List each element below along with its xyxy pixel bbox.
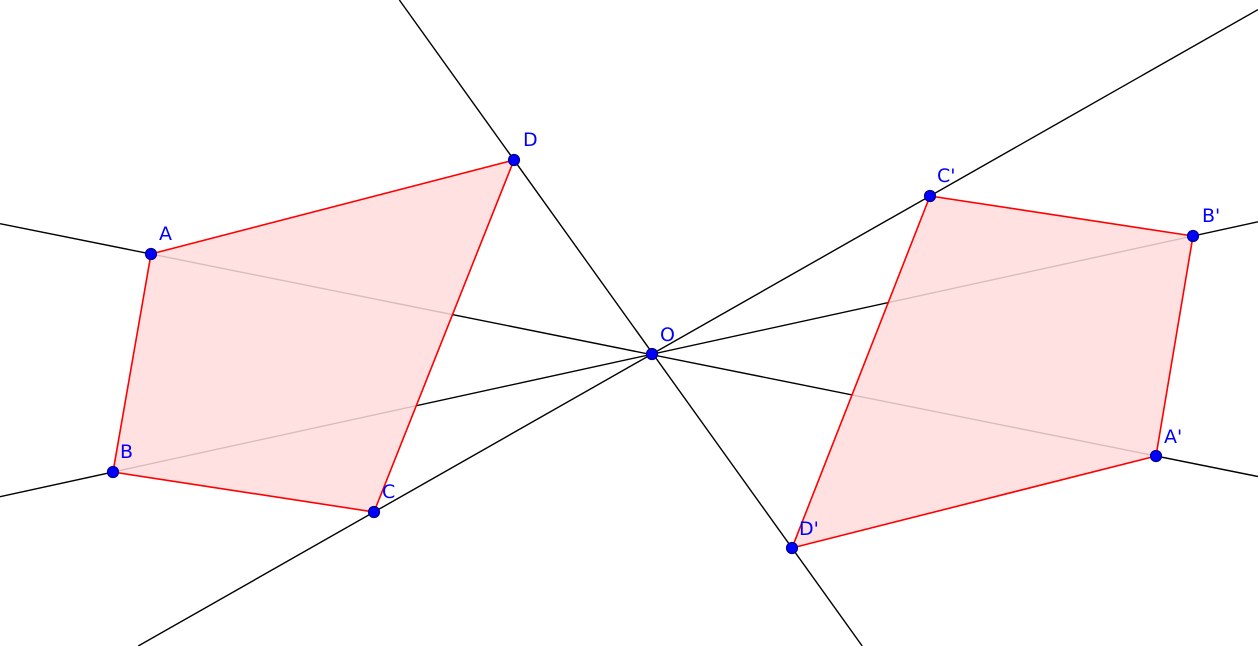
point-B2[interactable] [1186,229,1200,243]
quadrilateral-ABCD [112,158,516,513]
point-D[interactable] [507,153,521,167]
point-label-C2: C' [937,165,956,187]
points-layer [106,153,1200,555]
polygons-layer [112,158,1194,550]
point-B[interactable] [106,465,120,479]
point-label-O: O [660,324,675,346]
line-C-C2 [137,8,1258,646]
labels-layer: A B C D O A' B' C' D' [120,129,1220,540]
point-label-D: D [523,129,538,151]
point-label-A2: A' [1164,426,1182,448]
point-D2[interactable] [785,541,799,555]
point-label-D2: D' [799,518,819,540]
point-label-B2: B' [1202,205,1220,227]
line-D-D2 [398,0,863,646]
point-label-A: A [159,223,172,245]
point-A2[interactable] [1149,449,1163,463]
point-C2[interactable] [923,189,937,203]
point-label-C: C [382,481,395,503]
quadrilateral-A2B2C2D2 [790,195,1194,550]
point-O[interactable] [645,347,659,361]
point-C[interactable] [367,505,381,519]
point-A[interactable] [144,247,158,261]
point-label-B: B [120,441,133,463]
